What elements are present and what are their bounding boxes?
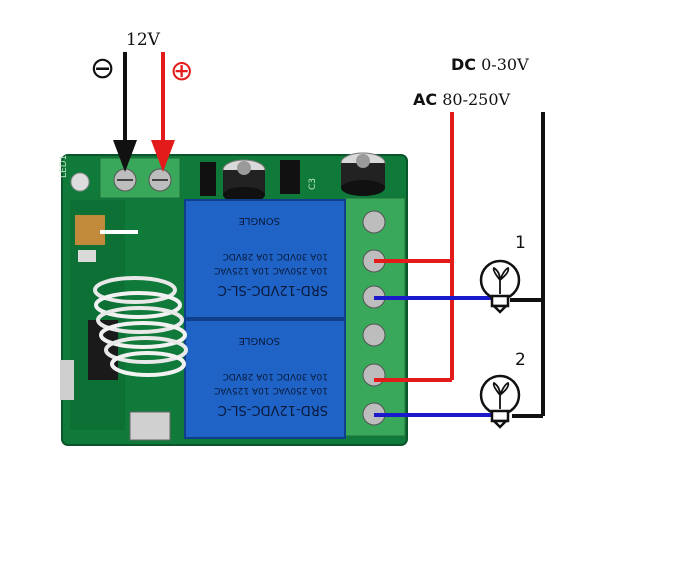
relay-1-rating-1: 10A 250VAC 10A 125VAC <box>214 265 328 275</box>
c3-label: C3 <box>308 178 318 190</box>
relay-2-rating-2: 10A 30VDC 10A 28VDC <box>223 371 328 381</box>
power-terminal-block <box>99 157 181 199</box>
led1-label: LED1 <box>59 155 69 178</box>
relay-1: SRD-12VDC-SL-C 10A 250VAC 10A 125VAC 10A… <box>184 199 346 319</box>
relay-2-brand: SONGLE <box>239 335 280 346</box>
learn-button <box>129 411 171 441</box>
lamp-2-icon <box>479 374 521 429</box>
antenna-spring <box>93 230 188 377</box>
output-terminal-block <box>344 197 406 437</box>
dc-return-wire <box>510 112 545 418</box>
dc-range-label: DC 0-30V <box>451 55 529 74</box>
relay-2-model: SRD-12VDC-SL-C <box>218 402 328 417</box>
ac-range: 80-250V <box>442 90 511 109</box>
lamp-2-number: 2 <box>515 350 526 370</box>
ac-feed-wire <box>374 112 454 382</box>
positive-supply-wire <box>151 52 175 172</box>
supply-voltage-label: 12V <box>126 30 160 50</box>
dc-prefix: DC <box>451 55 477 74</box>
ac-prefix: AC <box>413 90 438 109</box>
capacitor-1 <box>222 159 266 203</box>
relay-1-brand: SONGLE <box>239 215 280 226</box>
dc-range: 0-30V <box>481 55 529 74</box>
relay-1-model: SRD-12VDC-SL-C <box>218 282 328 297</box>
relay-2: SRD-12VDC-SL-C 10A 250VAC 10A 125VAC 10A… <box>184 319 346 439</box>
lamp-1-number: 1 <box>515 233 526 253</box>
lamp-1-icon <box>479 259 521 314</box>
relay-2-rating-1: 10A 250VAC 10A 125VAC <box>214 385 328 395</box>
ac-range-label: AC 80-250V <box>413 90 510 109</box>
led-light <box>70 172 90 192</box>
negative-symbol: ⊖ <box>90 51 116 86</box>
capacitor-2 <box>340 152 386 196</box>
relay-1-rating-2: 10A 30VDC 10A 28VDC <box>223 251 328 261</box>
negative-supply-wire <box>113 52 137 172</box>
positive-symbol: ⊕ <box>170 54 194 87</box>
